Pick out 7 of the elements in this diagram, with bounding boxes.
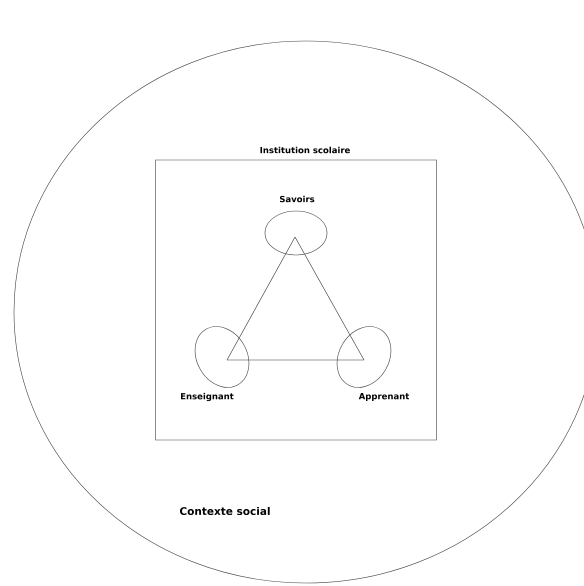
triangle-side <box>226 236 296 360</box>
node-label: Apprenant <box>358 393 410 401</box>
node-label: Enseignant <box>181 392 234 402</box>
triangle-side <box>294 236 364 360</box>
node-label: Contexte social <box>180 506 270 516</box>
node-label: Institution scolaire <box>260 146 350 154</box>
node-label: Savoirs <box>280 196 314 202</box>
